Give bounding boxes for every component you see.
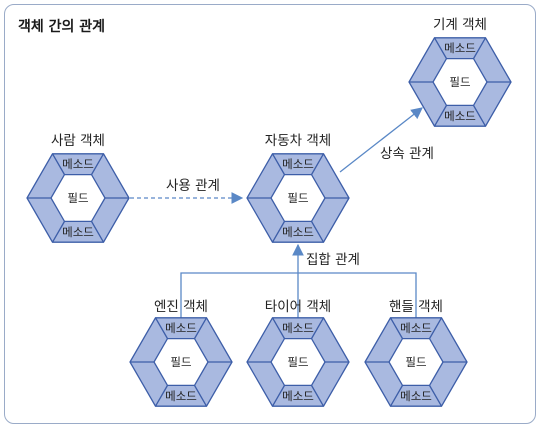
hexagon-spoke bbox=[90, 221, 105, 243]
method-label-bottom: 메소드 bbox=[165, 389, 197, 403]
hexagon-spoke bbox=[271, 221, 286, 243]
object-handle-label: 핸들 객체 bbox=[389, 299, 443, 315]
hexagon-spoke bbox=[428, 317, 443, 339]
hexagon-spoke bbox=[271, 153, 286, 175]
diagram-title: 객체 간의 관계 bbox=[18, 19, 106, 35]
hexagon-spoke bbox=[271, 317, 286, 339]
method-label-top: 메소드 bbox=[444, 41, 476, 55]
method-label-bottom: 메소드 bbox=[400, 389, 432, 403]
aggregation-relation-label: 집합 관계 bbox=[306, 252, 360, 268]
hexagon-spoke bbox=[310, 221, 325, 243]
method-label-top: 메소드 bbox=[400, 321, 432, 335]
object-person: 사람 객체 메소드 필드 메소드 bbox=[26, 133, 130, 243]
hexagon-spoke bbox=[154, 385, 169, 407]
method-label-bottom: 메소드 bbox=[444, 109, 476, 123]
field-label: 필드 bbox=[67, 191, 88, 205]
object-person-label: 사람 객체 bbox=[51, 133, 105, 149]
field-label: 필드 bbox=[287, 191, 308, 205]
method-label-top: 메소드 bbox=[62, 157, 94, 171]
hexagon-spoke bbox=[310, 317, 325, 339]
hexagon-spoke bbox=[472, 105, 487, 127]
inheritance-relation-label: 상속 관계 bbox=[380, 146, 434, 162]
method-label-top: 메소드 bbox=[165, 321, 197, 335]
object-tire: 타이어 객체 메소드 필드 메소드 bbox=[246, 299, 350, 407]
object-handle: 핸들 객체 메소드 필드 메소드 bbox=[364, 299, 468, 407]
hexagon-spoke bbox=[433, 105, 448, 127]
hexagon-spoke bbox=[51, 221, 66, 243]
method-label-top: 메소드 bbox=[282, 321, 314, 335]
hexagon-spoke bbox=[310, 385, 325, 407]
hexagon-spoke bbox=[428, 385, 443, 407]
object-engine-label: 엔진 객체 bbox=[154, 299, 208, 315]
hexagon-spoke bbox=[472, 37, 487, 59]
hexagon-spoke bbox=[90, 153, 105, 175]
hexagon-spoke bbox=[389, 317, 404, 339]
method-label-bottom: 메소드 bbox=[62, 225, 94, 239]
method-label-top: 메소드 bbox=[282, 157, 314, 171]
hexagon-spoke bbox=[51, 153, 66, 175]
method-label-bottom: 메소드 bbox=[282, 225, 314, 239]
object-car: 자동차 객체 메소드 필드 메소드 bbox=[246, 133, 350, 243]
hexagon-spoke bbox=[389, 385, 404, 407]
hexagon-spoke bbox=[271, 385, 286, 407]
hexagon-spoke bbox=[154, 317, 169, 339]
use-relation-label: 사용 관계 bbox=[166, 178, 220, 194]
object-tire-label: 타이어 객체 bbox=[265, 299, 331, 315]
field-label: 필드 bbox=[405, 355, 426, 369]
object-car-label: 자동차 객체 bbox=[265, 133, 331, 149]
object-engine: 엔진 객체 메소드 필드 메소드 bbox=[129, 299, 233, 407]
field-label: 필드 bbox=[287, 355, 308, 369]
hexagon-spoke bbox=[433, 37, 448, 59]
field-label: 필드 bbox=[170, 355, 191, 369]
field-label: 필드 bbox=[449, 75, 470, 89]
object-machine: 기계 객체 메소드 필드 메소드 bbox=[408, 17, 512, 127]
method-label-bottom: 메소드 bbox=[282, 389, 314, 403]
hexagon-spoke bbox=[193, 317, 208, 339]
hexagon-spoke bbox=[310, 153, 325, 175]
inheritance-relation-arrow bbox=[339, 107, 423, 173]
object-machine-label: 기계 객체 bbox=[433, 17, 487, 33]
hexagon-spoke bbox=[193, 385, 208, 407]
